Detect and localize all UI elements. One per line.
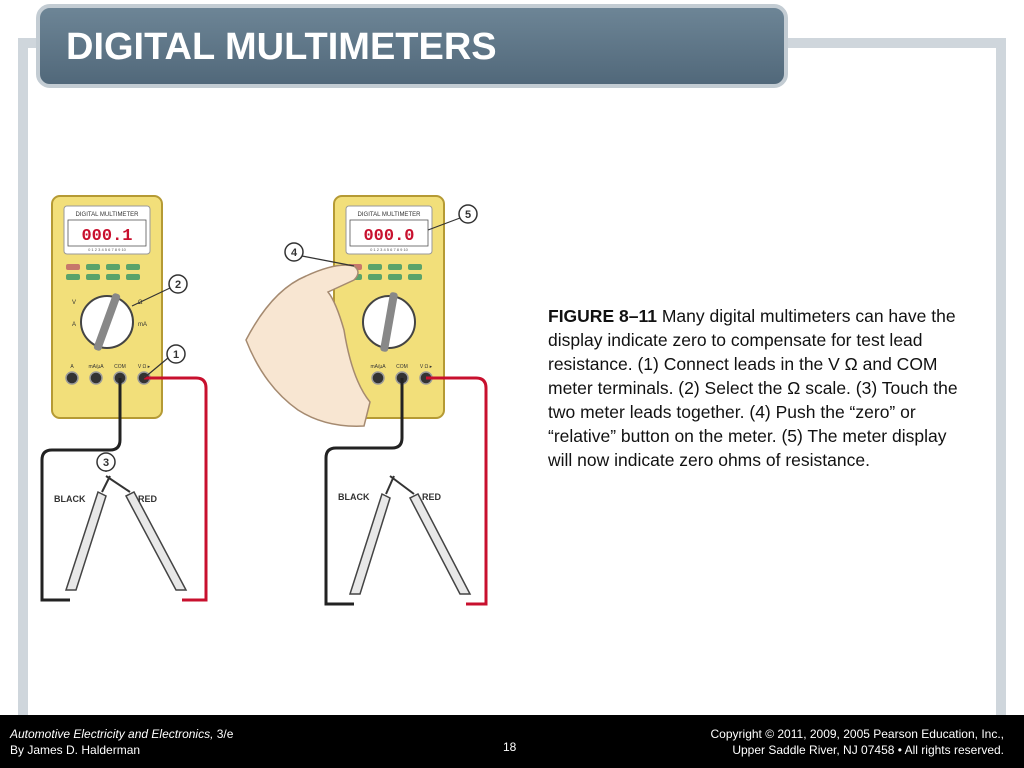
left-multimeter: DIGITAL MULTIMETER 000.1 0 1 2 3 4 5 6 7… <box>51 195 163 419</box>
multimeter-figure: DIGITAL MULTIMETER 000.1 0 1 2 3 4 5 6 7… <box>40 195 488 606</box>
slide-frame-left <box>18 38 28 718</box>
callout-4-number: 4 <box>291 247 298 259</box>
callout-3: 3 <box>96 452 116 472</box>
footer-book-info: Automotive Electricity and Electronics, … <box>10 726 233 758</box>
figure-caption-label: FIGURE 8–11 <box>548 306 657 326</box>
left-meter-scale: 0 1 2 3 4 5 6 7 8 9 10 <box>88 247 127 252</box>
callout-2-number: 2 <box>175 279 181 291</box>
footer-copyright-line2: Upper Saddle River, NJ 07458 • All right… <box>732 743 1004 757</box>
left-dial-label-v: V <box>72 300 76 306</box>
right-term-ma-label: mA/µA <box>370 364 386 370</box>
footer-bar: Automotive Electricity and Electronics, … <box>0 715 1024 768</box>
left-term-ma-label: mA/µA <box>88 364 104 370</box>
callout-1: 1 <box>143 344 186 379</box>
left-term-v-label: V Ω ▸ <box>138 364 151 370</box>
right-meter-scale: 0 1 2 3 4 5 6 7 8 9 10 <box>370 247 409 252</box>
left-lead-red-label: RED <box>138 494 158 504</box>
callout-5-number: 5 <box>465 209 471 221</box>
right-term-v-label: V Ω ▸ <box>420 364 433 370</box>
callout-2: 2 <box>131 274 188 307</box>
callout-3-number: 3 <box>103 457 109 469</box>
footer-copyright: Copyright © 2011, 2009, 2005 Pearson Edu… <box>711 726 1004 758</box>
left-term-com-label: COM <box>114 364 126 370</box>
figure-caption: FIGURE 8–11 Many digital multimeters can… <box>548 304 968 472</box>
right-test-leads <box>348 475 472 595</box>
footer-copyright-line1: Copyright © 2011, 2009, 2005 Pearson Edu… <box>710 727 1004 741</box>
figure-caption-text: Many digital multimeters can have the di… <box>548 306 958 470</box>
footer-edition: 3/e <box>213 727 234 741</box>
right-term-com-label: COM <box>396 364 408 370</box>
left-lead-black-label: BLACK <box>54 494 86 504</box>
left-dial-label-ma: mA <box>138 322 147 328</box>
left-test-leads <box>64 475 188 591</box>
right-lead-black-label: BLACK <box>338 492 370 502</box>
callout-4: 4 <box>284 242 355 267</box>
title-bar: DIGITAL MULTIMETERS <box>36 4 788 88</box>
hand-illustration <box>245 264 371 427</box>
slide-frame-right <box>996 38 1006 718</box>
right-meter-brand: DIGITAL MULTIMETER <box>358 212 422 218</box>
left-dial-label-a: A <box>72 322 76 328</box>
page-number: 18 <box>503 740 517 754</box>
footer-book-title: Automotive Electricity and Electronics, <box>10 727 214 741</box>
right-multimeter: DIGITAL MULTIMETER 000.0 0 1 2 3 4 5 6 7… <box>333 195 445 419</box>
left-term-a-label: A <box>70 364 74 370</box>
callout-5: 5 <box>427 204 478 231</box>
right-lead-red-label: RED <box>422 492 442 502</box>
slide-title: DIGITAL MULTIMETERS <box>66 26 497 68</box>
left-dial-label-ohm: Ω <box>138 300 143 306</box>
callout-1-number: 1 <box>173 349 179 361</box>
right-meter-display: 000.0 <box>363 227 414 246</box>
left-meter-display: 000.1 <box>81 227 132 246</box>
footer-author: By James D. Halderman <box>10 743 141 757</box>
left-meter-brand: DIGITAL MULTIMETER <box>76 212 140 218</box>
